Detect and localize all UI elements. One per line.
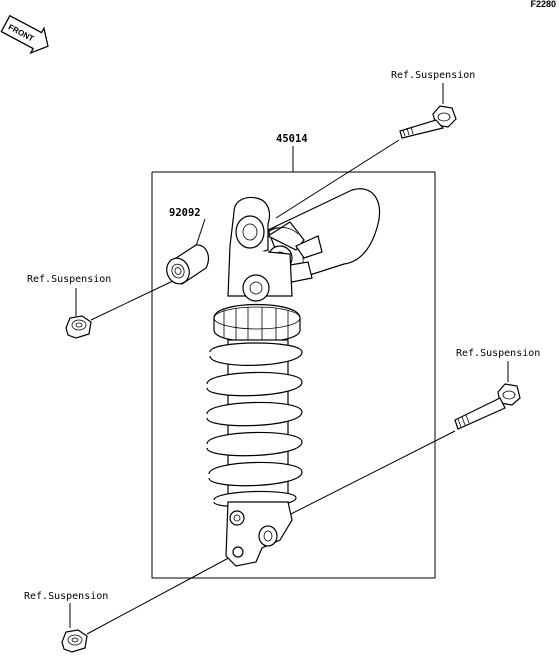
figure-id-label: F2280 <box>530 0 556 9</box>
front-arrow-icon: FRONT <box>0 14 49 55</box>
assembly-frame <box>151 171 436 579</box>
bushing-92092 <box>166 244 209 285</box>
ref-suspension-label-top: Ref.Suspension <box>391 70 475 81</box>
ref-suspension-label-right: Ref.Suspension <box>456 348 540 359</box>
part-number-45014: 45014 <box>276 133 308 145</box>
ref-suspension-label-bottom: Ref.Suspension <box>24 591 108 602</box>
shock-absorber-45014 <box>206 188 381 567</box>
left-flange-nut <box>65 288 92 339</box>
top-mounting-bolt <box>399 83 457 139</box>
right-mounting-bolt <box>454 361 521 430</box>
ref-suspension-label-left: Ref.Suspension <box>27 274 111 285</box>
bottom-flange-nut <box>61 603 88 653</box>
part-number-92092: 92092 <box>169 207 201 219</box>
leader-92092 <box>195 218 206 247</box>
